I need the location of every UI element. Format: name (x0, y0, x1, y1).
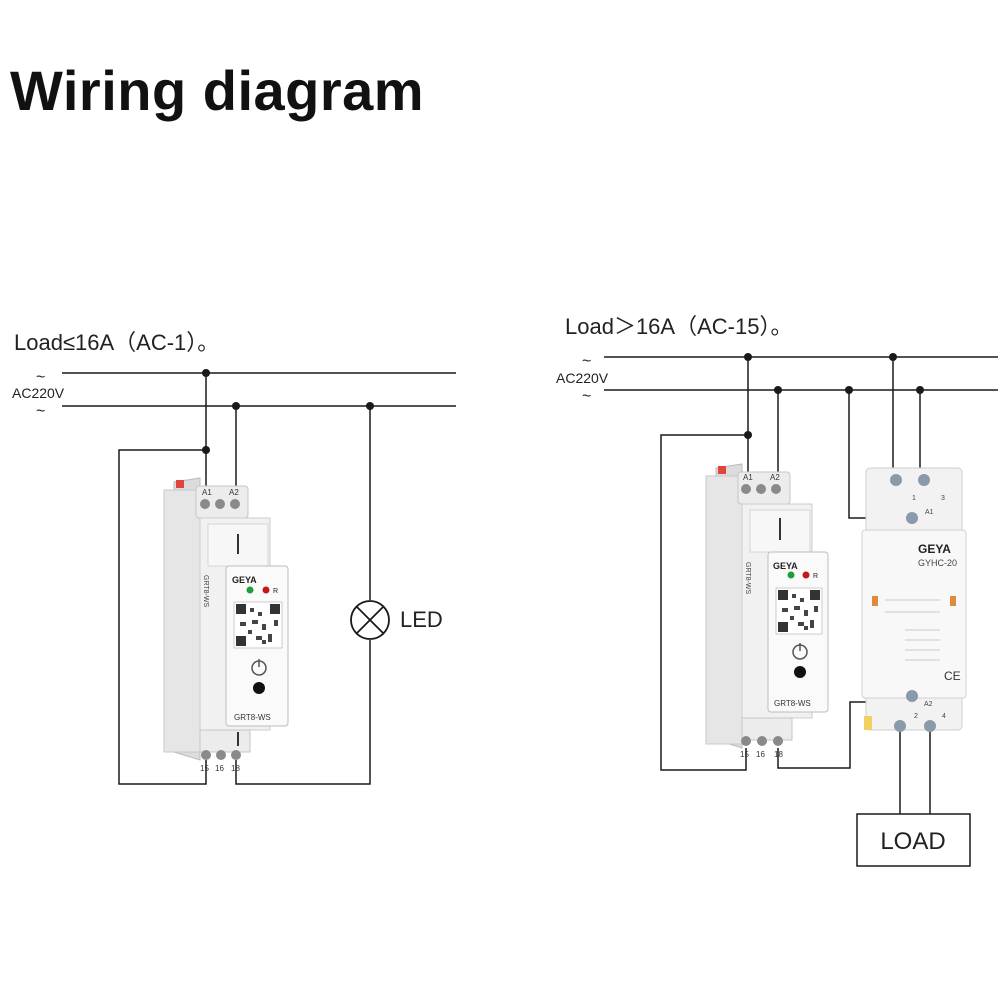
relay-brand: GEYA (232, 575, 257, 585)
terminal-screw (890, 474, 902, 486)
terminal-label-a1: A1 (202, 488, 212, 497)
terminal-label-18: 18 (774, 750, 783, 759)
wifi-status-led (787, 571, 795, 579)
left-tilde-top: ~ (36, 369, 45, 386)
terminal-screw (894, 720, 906, 732)
relay-status-led (802, 571, 810, 579)
left-supply-label: AC220V (12, 385, 65, 401)
terminal-screw (773, 736, 783, 746)
relay-model: GRT8-WS (774, 699, 811, 708)
terminal-screw (771, 484, 781, 494)
relay-model-vertical: GRT8-WS (202, 575, 209, 607)
terminal-label-15: 15 (200, 764, 209, 773)
left-diagram: Load≤16A（AC-1）。 ~ AC220V ~ LED (12, 330, 456, 785)
power-icon (251, 659, 267, 676)
right-tilde-top: ~ (582, 353, 591, 370)
terminal-screw (906, 690, 918, 702)
load-label: LOAD (880, 828, 945, 855)
contactor-terminal-a1: A1 (925, 509, 934, 516)
relay-brand: GEYA (773, 561, 798, 571)
right-supply-label: AC220V (556, 370, 609, 386)
terminal-label-a1: A1 (743, 473, 753, 482)
right-tilde-bottom: ~ (582, 388, 591, 405)
contactor: 1 3 A1 GEYA GYHC-20 CE A2 2 4 (861, 467, 967, 732)
right-diagram: Load＞16A（AC-15）。 ~ AC220V ~ LOAD (556, 314, 998, 867)
reset-label: R (813, 573, 818, 580)
left-tilde-bottom: ~ (36, 403, 45, 420)
terminal-label-a2: A2 (770, 473, 780, 482)
terminal-screw (230, 499, 240, 509)
contactor-terminal-a2: A2 (924, 701, 933, 708)
relay-flag (718, 466, 726, 474)
terminal-screw (924, 720, 936, 732)
terminal-screw (906, 512, 918, 524)
contactor-terminal-1: 1 (912, 495, 916, 502)
terminal-screw (918, 474, 930, 486)
ce-mark: CE (944, 669, 961, 683)
relay-model-vertical: GRT8-WS (744, 562, 751, 594)
contactor-terminal-4: 4 (942, 713, 946, 720)
wire-L-to-15 (118, 449, 207, 785)
right-smart-relay: A1 A2 GRT8-WS GEYA R (705, 463, 829, 759)
qr-code-icon (775, 587, 823, 635)
led-lamp-icon (350, 600, 390, 640)
terminal-screw (231, 750, 241, 760)
left-smart-relay: A1 A2 GRT8-WS GEYA R (163, 477, 289, 773)
relay-status-led (262, 586, 270, 594)
terminal-screw (215, 499, 225, 509)
wire-L-to-15 (660, 434, 748, 771)
load-box (856, 813, 971, 867)
contactor-terminal-3: 3 (941, 495, 945, 502)
terminal-screw (216, 750, 226, 760)
reset-label: R (273, 588, 278, 595)
terminal-screw (741, 736, 751, 746)
wifi-status-led (246, 586, 254, 594)
qr-code-icon (233, 601, 283, 649)
terminal-label-16: 16 (756, 750, 765, 759)
contactor-brand: GEYA (918, 542, 951, 556)
terminal-screw (756, 484, 766, 494)
terminal-label-a2: A2 (229, 488, 239, 497)
relay-model: GRT8-WS (234, 713, 271, 722)
terminal-screw (757, 736, 767, 746)
terminal-screw (200, 499, 210, 509)
terminal-label-18: 18 (231, 764, 240, 773)
terminal-screw (741, 484, 751, 494)
left-load-condition: Load≤16A（AC-1）。 (14, 330, 219, 355)
power-icon (792, 643, 808, 660)
contactor-terminal-2: 2 (914, 713, 918, 720)
contactor-model: GYHC-20 (918, 558, 957, 568)
terminal-screw (201, 750, 211, 760)
terminal-label-15: 15 (740, 750, 749, 759)
terminal-label-16: 16 (215, 764, 224, 773)
relay-flag (176, 480, 184, 488)
power-button[interactable] (253, 682, 265, 694)
wire-18-to-LED (235, 640, 371, 785)
right-load-condition: Load＞16A（AC-15）。 (565, 314, 792, 339)
power-button[interactable] (794, 666, 806, 678)
led-label: LED (400, 607, 443, 632)
page-title: Wiring diagram (10, 59, 425, 122)
